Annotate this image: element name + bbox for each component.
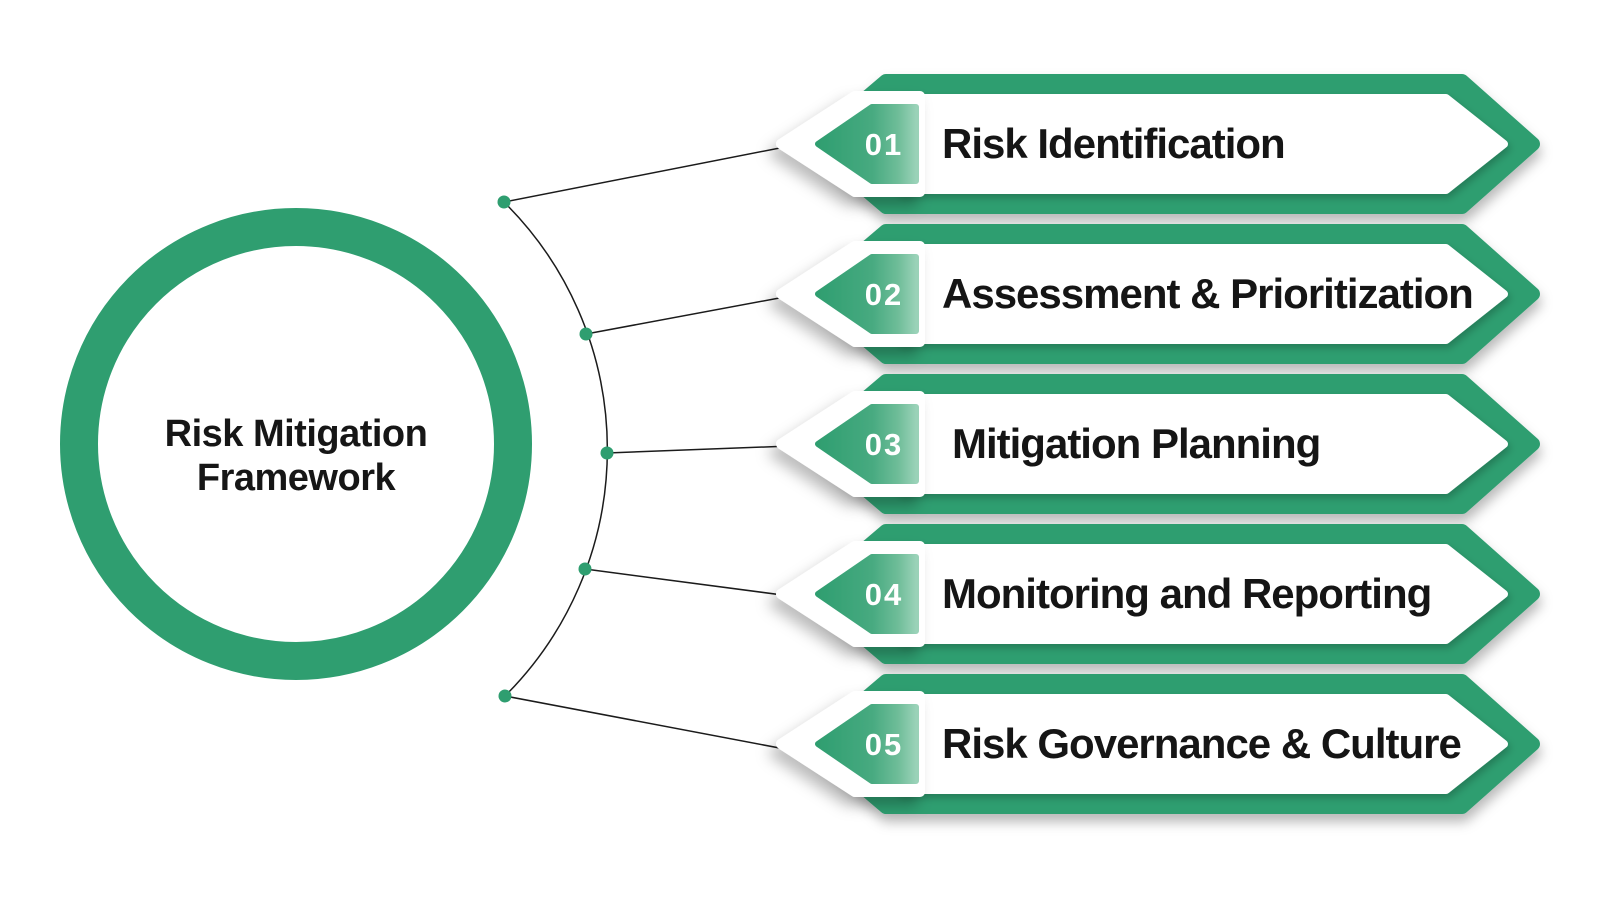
step-number-badge xyxy=(815,104,919,184)
step-banner-2: 02 Assessment & Prioritization xyxy=(776,224,1540,364)
step-title: Risk Identification xyxy=(942,120,1285,167)
connector-lines xyxy=(503,145,791,751)
step-banner-3: 03 Mitigation Planning xyxy=(776,374,1540,514)
connector-dot-1 xyxy=(497,195,511,209)
connector-dot-4 xyxy=(578,562,592,576)
step-number-badge xyxy=(815,704,919,784)
connector-line-4 xyxy=(584,568,791,597)
connector-line-1 xyxy=(503,145,791,203)
step-number: 02 xyxy=(865,277,903,312)
connector-line-3 xyxy=(606,445,791,454)
step-banner-1: 01 Risk Identification xyxy=(776,74,1540,214)
connector-line-5 xyxy=(504,695,791,751)
step-title: Risk Governance & Culture xyxy=(942,720,1461,767)
hub-ring xyxy=(60,208,532,680)
step-number-badge xyxy=(815,254,919,334)
hub-title-line-1: Risk Mitigation xyxy=(165,413,428,455)
connector-dots xyxy=(497,195,614,703)
step-banner-5: 05 Risk Governance & Culture xyxy=(776,674,1540,814)
step-tag: 04 xyxy=(776,541,925,647)
step-title: Assessment & Prioritization xyxy=(942,270,1473,317)
connector-dot-3 xyxy=(600,446,614,460)
hub-circle: Risk Mitigation Framework xyxy=(60,208,532,680)
step-number-badge xyxy=(815,404,919,484)
step-number: 03 xyxy=(865,427,903,462)
step-number-badge xyxy=(815,554,919,634)
connector-dot-5 xyxy=(498,689,512,703)
step-tag: 03 xyxy=(776,391,925,497)
step-title: Mitigation Planning xyxy=(952,420,1320,467)
step-number: 01 xyxy=(865,127,903,162)
connector-line-2 xyxy=(585,295,791,335)
step-tag: 02 xyxy=(776,241,925,347)
step-title: Monitoring and Reporting xyxy=(942,570,1431,617)
hub-title-line-2: Framework xyxy=(197,457,397,499)
step-tag: 01 xyxy=(776,91,925,197)
connector-dot-2 xyxy=(579,327,593,341)
step-number: 04 xyxy=(865,577,903,612)
step-banner-4: 04 Monitoring and Reporting xyxy=(776,524,1540,664)
step-number: 05 xyxy=(865,727,903,762)
step-tag: 05 xyxy=(776,691,925,797)
